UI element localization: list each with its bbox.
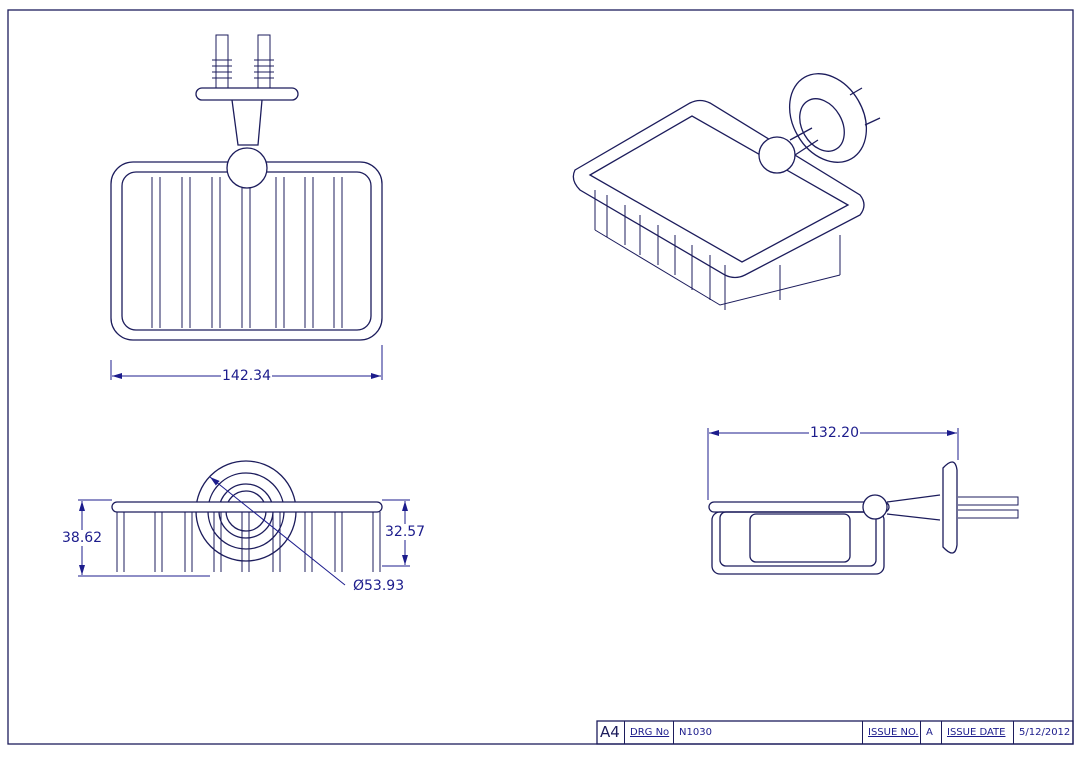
issue-date-value: 5/12/2012: [1013, 721, 1073, 744]
dim-front-width: 142.34: [221, 368, 272, 384]
side-view: [707, 428, 1019, 575]
dim-inner-height: 32.57: [384, 524, 427, 540]
bottom-view: [78, 460, 410, 586]
title-block-frame: [596, 720, 1074, 745]
drg-no-label: DRG No: [624, 721, 673, 744]
dim-side-width: 132.20: [809, 425, 860, 441]
dim-flange-diameter: Ø53.93: [352, 578, 406, 594]
front-view: [110, 34, 383, 380]
issue-no-label: ISSUE NO.: [862, 721, 920, 744]
sheet-border: [7, 9, 1074, 745]
issue-no-value: A: [920, 721, 941, 744]
issue-date-label: ISSUE DATE: [941, 721, 1013, 744]
isometric-view: [572, 73, 881, 310]
dim-outer-height: 38.62: [61, 530, 104, 546]
drg-no-value: N1030: [673, 721, 862, 744]
sheet-size: A4: [600, 723, 620, 741]
